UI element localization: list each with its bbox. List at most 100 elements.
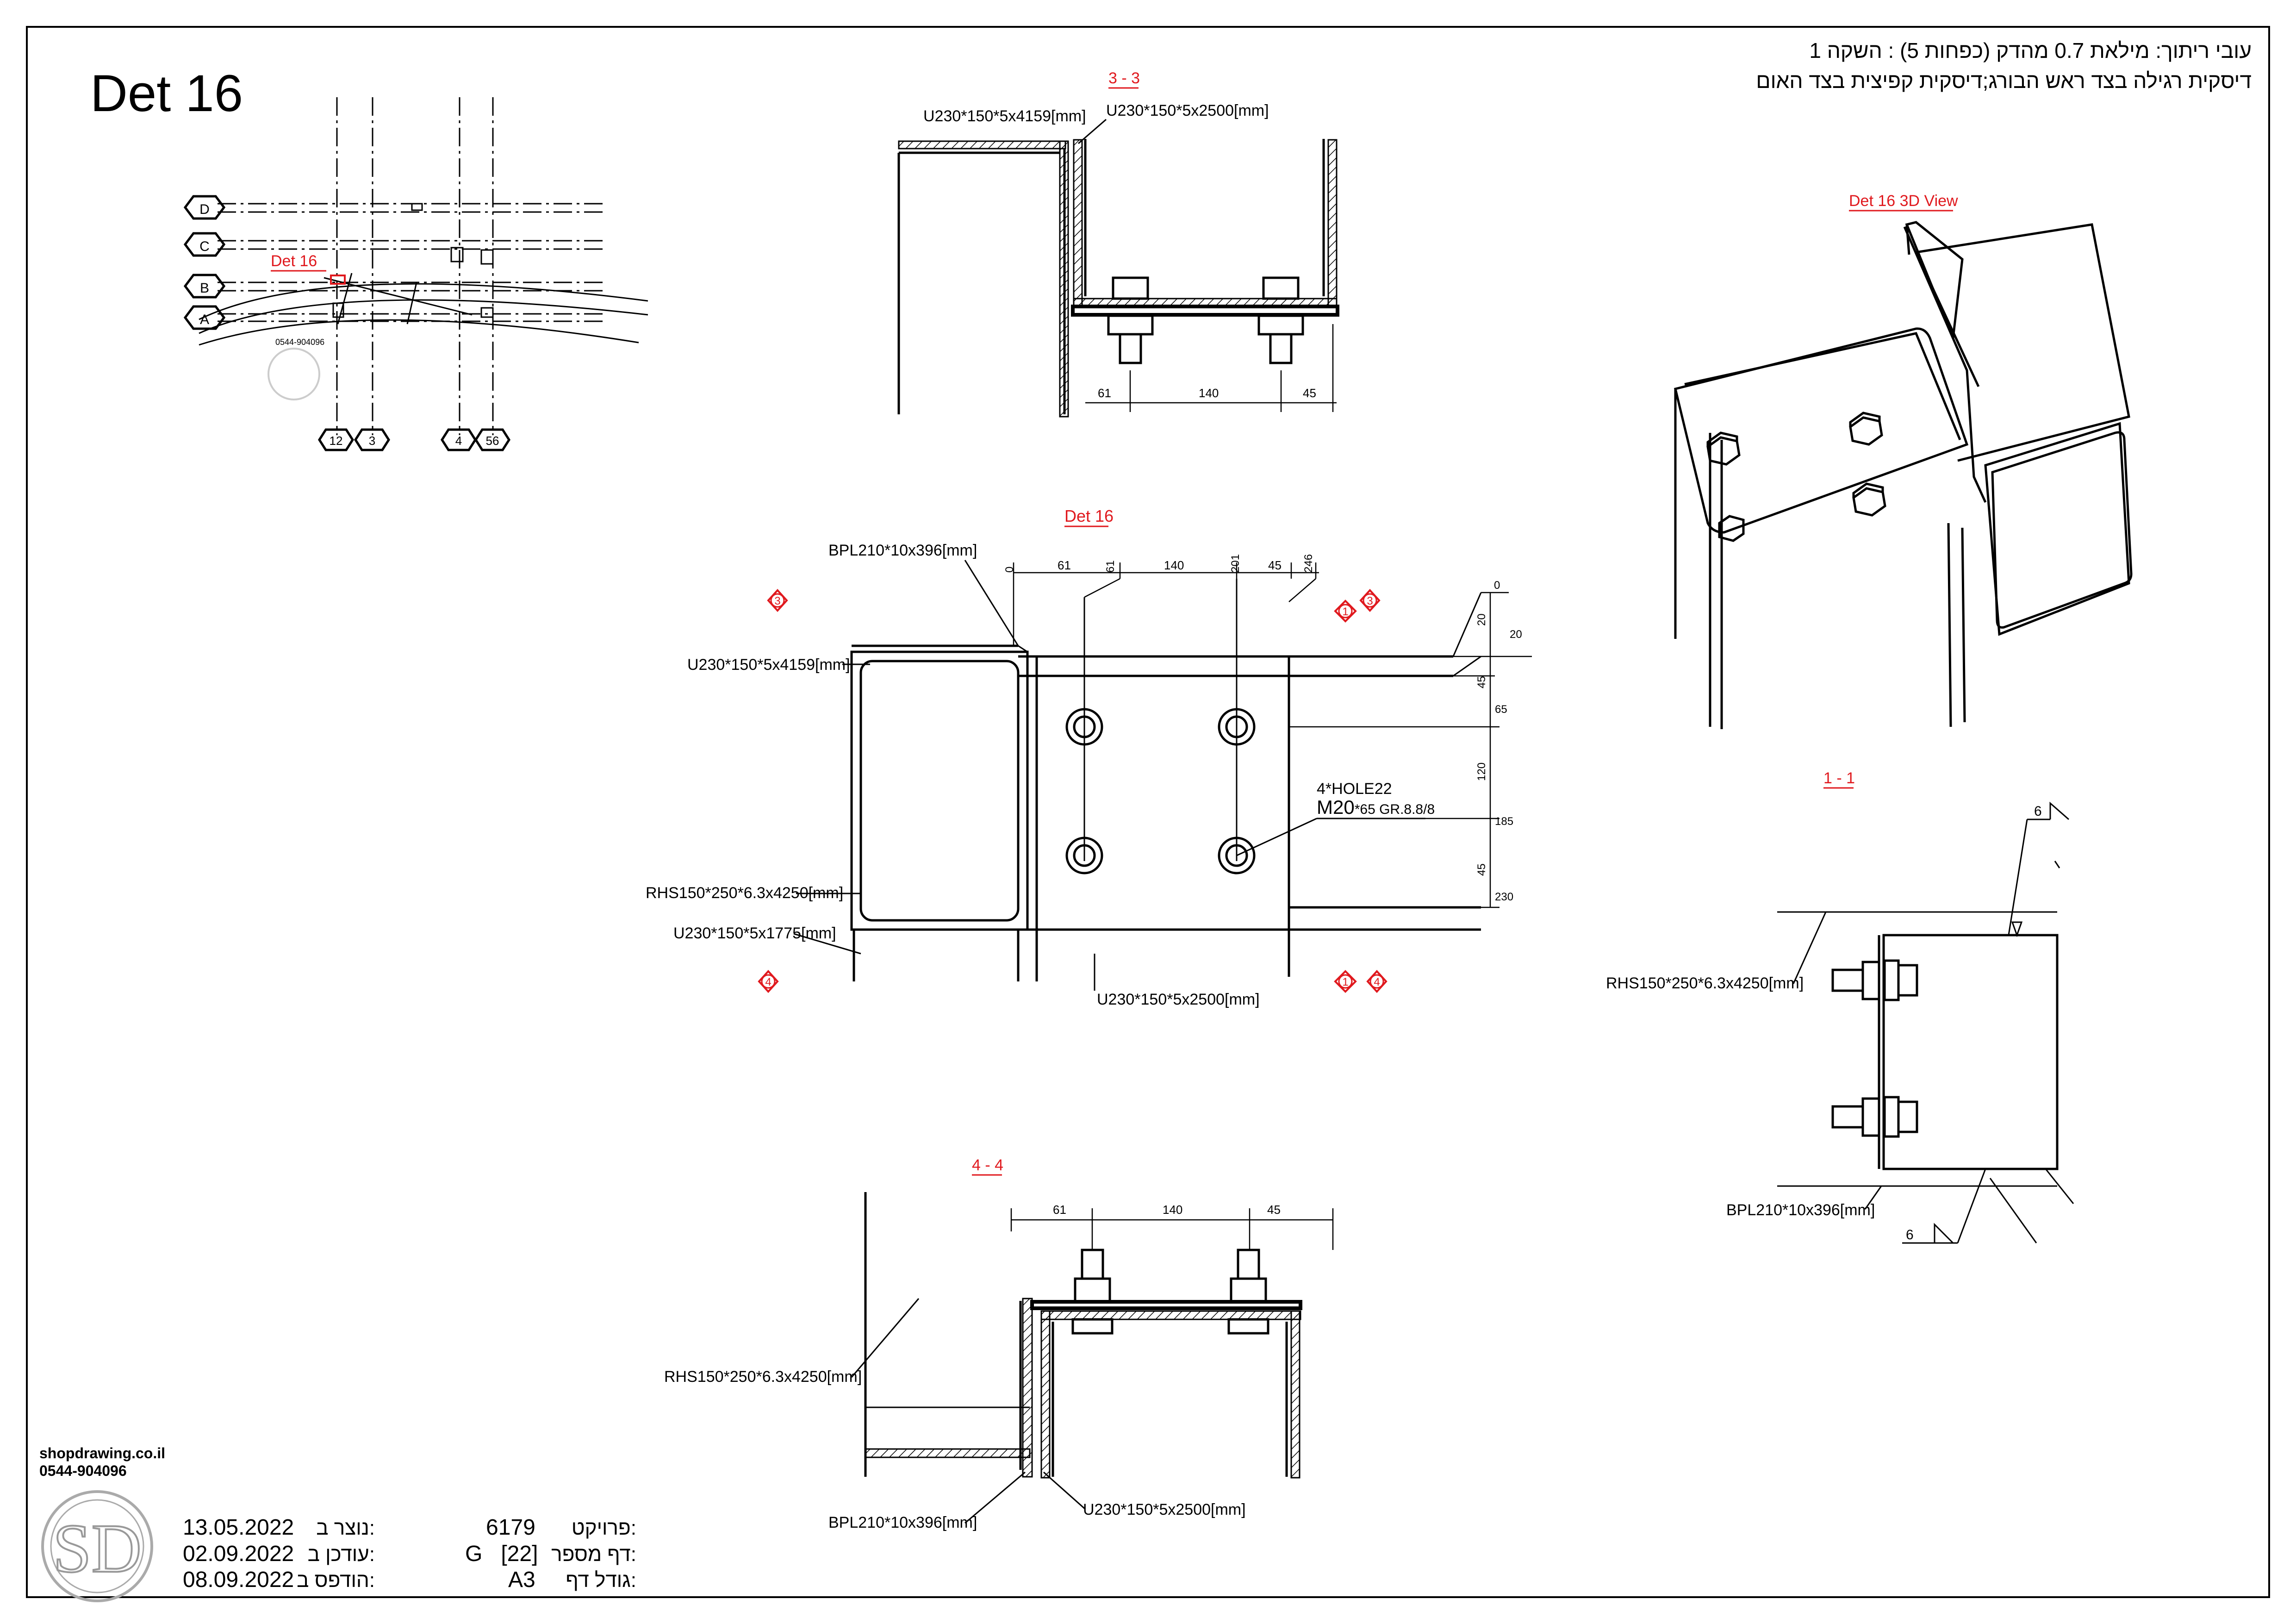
section-1-1-title[interactable]: 1 - 1 (1823, 769, 1855, 787)
svg-text:140: 140 (1164, 558, 1184, 572)
sheet-border (26, 26, 2270, 1598)
label-u-2500: U230*150*5x2500[mm] (1106, 102, 1269, 119)
updated-date: 02.09.2022 (183, 1542, 294, 1566)
page-label: דף מספר: (551, 1543, 636, 1566)
svg-text:3: 3 (369, 434, 375, 448)
svg-text:45: 45 (1267, 1203, 1281, 1217)
company-logo: shopdrawing.co.il 0544-904096 SD (39, 1445, 165, 1602)
bolt-3d-3 (1852, 482, 1886, 517)
created-date: 13.05.2022 (183, 1515, 294, 1540)
label-bpl: BPL210*10x396[mm] (828, 542, 977, 559)
svg-text:4: 4 (765, 976, 771, 988)
section-marker-4-left[interactable]: 4 (758, 970, 779, 993)
printed-date: 08.09.2022 (183, 1568, 294, 1592)
logo-phone: 0544-904096 (39, 1462, 127, 1479)
label-rhs-44: RHS150*250*6.3x4250[mm] (664, 1368, 862, 1386)
updated-label: עודכן ב: (308, 1543, 375, 1566)
label-u-44: U230*150*5x2500[mm] (1083, 1501, 1246, 1518)
svg-text:3: 3 (774, 595, 780, 607)
hole-top-right (1218, 708, 1256, 746)
svg-text:201: 201 (1229, 554, 1242, 573)
size-label: גודל דף: (566, 1569, 636, 1592)
washer-note: דיסקית רגילה בצד ראש הבורג;דיסקית קפיצית… (1756, 69, 2252, 93)
bolt-right (1257, 276, 1304, 364)
grid-bubble-56: 56 (474, 428, 510, 451)
label-u-top: U230*150*5x4159[mm] (687, 656, 850, 674)
section-3-3-title[interactable]: 3 - 3 (1108, 69, 1140, 87)
section-marker-4-right[interactable]: 4 (1366, 970, 1388, 993)
section-1-1: 1 - 1 6 6 RHS150*250*6 (1606, 769, 2074, 1244)
project-label: פרויקט: (572, 1517, 636, 1539)
svg-text:4: 4 (1374, 976, 1380, 988)
bolt-3d-2 (1849, 412, 1883, 446)
svg-text:61: 61 (1058, 558, 1071, 572)
hole-bottom-right (1218, 837, 1256, 874)
label-bpl-11: BPL210*10x396[mm] (1726, 1201, 1875, 1219)
det16-view: Det 16 BPL210*10x396[mm] U230*150*5x4159… (646, 506, 1532, 1008)
hole-bottom-left (1065, 837, 1103, 874)
section-marker-1-top[interactable]: 1 (1334, 600, 1357, 623)
svg-text:140: 140 (1199, 386, 1219, 400)
label-u-4159: U230*150*5x4159[mm] (923, 107, 1086, 125)
grid-bubble-12: 12 (318, 428, 354, 451)
label-rhs-11: RHS150*250*6.3x4250[mm] (1606, 974, 1804, 992)
svg-text:45: 45 (1268, 558, 1282, 572)
svg-text:3: 3 (1367, 595, 1373, 607)
svg-text:4: 4 (455, 434, 462, 448)
svg-text:C: C (199, 239, 210, 254)
svg-text:61: 61 (1104, 560, 1117, 573)
size-value: A3 (508, 1568, 535, 1592)
svg-text:0: 0 (1494, 579, 1500, 592)
section-marker-1-bottom[interactable]: 1 (1334, 970, 1357, 993)
svg-text:45: 45 (1303, 386, 1316, 400)
bolt-11-top (1831, 959, 1918, 1001)
svg-text:230: 230 (1495, 891, 1513, 903)
key-plan: D C B A 12 3 4 56 Det 16 (183, 97, 648, 451)
section-4-4: 4 - 4 61 140 45 (664, 1156, 1334, 1531)
printed-label: הודפס ב: (297, 1569, 375, 1592)
page-value: G [22] (465, 1542, 538, 1566)
bolt-3d-4 (1718, 515, 1745, 542)
created-label: נוצר ב: (316, 1517, 375, 1539)
section-marker-3-right[interactable]: 3 (1359, 589, 1381, 612)
logo-mark: SD (53, 1510, 142, 1587)
bolt-3d-1 (1706, 431, 1741, 466)
svg-text:61: 61 (1053, 1203, 1066, 1217)
logo-site[interactable]: shopdrawing.co.il (39, 1445, 165, 1462)
label-bpl-44: BPL210*10x396[mm] (828, 1514, 977, 1531)
svg-text:45: 45 (1475, 863, 1488, 876)
svg-text:56: 56 (486, 434, 499, 448)
view-3d-title[interactable]: Det 16 3D View (1849, 192, 1958, 210)
svg-text:B: B (200, 281, 209, 296)
bolt-left (1107, 276, 1154, 364)
title-block: 13.05.2022 נוצר ב: 02.09.2022 עודכן ב: 0… (183, 1515, 636, 1592)
svg-text:6: 6 (2034, 804, 2042, 819)
bolt-note: M20*65 GR.8.8/8 (1317, 796, 1435, 818)
bolt-44-left (1071, 1249, 1114, 1335)
svg-text:246: 246 (1302, 554, 1315, 573)
svg-text:185: 185 (1495, 815, 1513, 828)
svg-text:120: 120 (1475, 762, 1488, 781)
section-marker-3-left[interactable]: 3 (767, 589, 788, 612)
grid-bubble-4: 4 (441, 428, 477, 451)
bolt-11-bottom (1831, 1096, 1918, 1138)
key-plan-callout[interactable]: Det 16 (271, 252, 317, 270)
svg-text:45: 45 (1475, 676, 1488, 688)
bolt-44-right (1227, 1249, 1269, 1335)
section-4-4-title[interactable]: 4 - 4 (972, 1156, 1003, 1174)
svg-text:6: 6 (1906, 1227, 1914, 1243)
grid-bubble-a: A (183, 305, 226, 330)
grid-bubble-3: 3 (354, 428, 390, 451)
svg-text:140: 140 (1163, 1203, 1182, 1217)
svg-text:1: 1 (1342, 606, 1348, 618)
svg-text:20: 20 (1475, 613, 1488, 626)
grid-bubble-b: B (183, 274, 226, 299)
svg-text:12: 12 (330, 434, 343, 448)
det16-3d-view: Det 16 3D View (1674, 192, 2133, 729)
grid-bubble-d: D (183, 195, 226, 220)
weld-note: עובי ריתוך: מילאת 0.7 מהדק (כפחות 5) : ה… (1809, 38, 2252, 62)
label-u-1775: U230*150*5x1775[mm] (673, 924, 836, 942)
svg-text:20: 20 (1510, 628, 1522, 641)
det16-title[interactable]: Det 16 (1064, 506, 1114, 525)
